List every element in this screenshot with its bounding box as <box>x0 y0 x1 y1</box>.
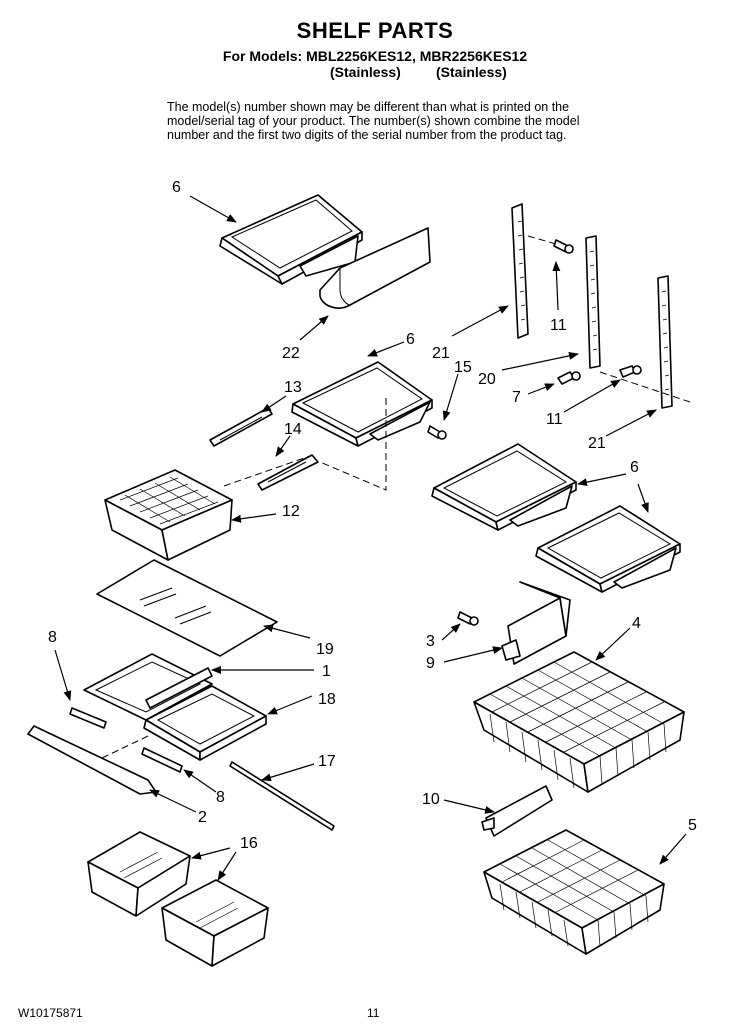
callout-2: 2 <box>198 809 207 826</box>
drawer-frame-part-18 <box>143 685 267 761</box>
callout-19: 19 <box>316 641 334 658</box>
callout-21-top: 21 <box>432 345 450 362</box>
callout-21-bottom: 21 <box>588 435 606 452</box>
glide-part-13 <box>209 407 273 447</box>
callout-4: 4 <box>632 615 641 632</box>
callout-5: 5 <box>688 817 697 834</box>
shelf-part-6-top <box>219 194 363 285</box>
page-number: 11 <box>367 1006 380 1020</box>
callout-13: 13 <box>284 379 302 396</box>
shelf-part-6-right-lower <box>535 505 681 593</box>
callout-14: 14 <box>284 421 302 438</box>
trim-part-2 <box>27 725 157 795</box>
crisper-part-16-front <box>87 831 191 917</box>
pan-part-12 <box>104 469 233 561</box>
document-number: W10175871 <box>18 1006 83 1020</box>
screw-part-3 <box>457 611 479 626</box>
callout-6-top: 6 <box>172 179 181 196</box>
callout-1: 1 <box>322 663 331 680</box>
bracket-part-8-right <box>141 747 183 773</box>
models-line: For Models: MBL2256KES12, MBR2256KES12 <box>222 48 528 64</box>
screw-part-11-top <box>553 239 574 254</box>
callout-11-bottom: 11 <box>546 411 563 428</box>
model-number-note: The model(s) number shown may be differe… <box>167 100 580 142</box>
rod-part-17 <box>229 761 335 831</box>
callout-15: 15 <box>454 359 472 376</box>
callout-8-right: 8 <box>216 789 225 806</box>
callout-17: 17 <box>318 753 336 770</box>
rail-part-20 <box>585 235 601 369</box>
divider-part-9 <box>501 581 571 665</box>
basket-part-4 <box>473 651 685 793</box>
finish-label-2: (Stainless) <box>436 64 507 80</box>
finish-label-1: (Stainless) <box>330 64 401 80</box>
drawer-frame-part-1 <box>83 653 213 721</box>
screw-part-15 <box>427 425 447 440</box>
callout-8-left: 8 <box>48 629 57 646</box>
glide-part-14 <box>257 454 319 491</box>
crisper-part-16-back <box>161 879 269 967</box>
callout-6-middle: 6 <box>406 331 415 348</box>
basket-part-5 <box>483 829 665 955</box>
basket-divider-part-10 <box>481 785 553 837</box>
callout-11-top: 11 <box>550 317 567 334</box>
callout-16: 16 <box>240 835 258 852</box>
rail-part-21-top <box>511 203 529 339</box>
callout-10: 10 <box>422 791 440 808</box>
callout-18: 18 <box>318 691 336 708</box>
callout-20: 20 <box>478 371 496 388</box>
glass-shelf-part-19 <box>96 559 278 657</box>
callout-22: 22 <box>282 345 300 362</box>
screw-part-11-bottom <box>619 365 642 378</box>
rail-part-21-bottom <box>657 275 673 409</box>
shelf-trim-part-22 <box>319 227 431 309</box>
page-title: SHELF PARTS <box>296 18 454 43</box>
shelf-part-6-middle <box>291 361 433 447</box>
screw-part-7 <box>557 371 581 385</box>
callout-7: 7 <box>512 389 521 406</box>
shelf-part-6-right-upper <box>431 443 577 531</box>
bracket-part-8-left <box>69 707 107 729</box>
callout-6-right: 6 <box>630 459 639 476</box>
callout-9: 9 <box>426 655 435 672</box>
callout-12: 12 <box>282 503 300 520</box>
callout-3: 3 <box>426 633 435 650</box>
